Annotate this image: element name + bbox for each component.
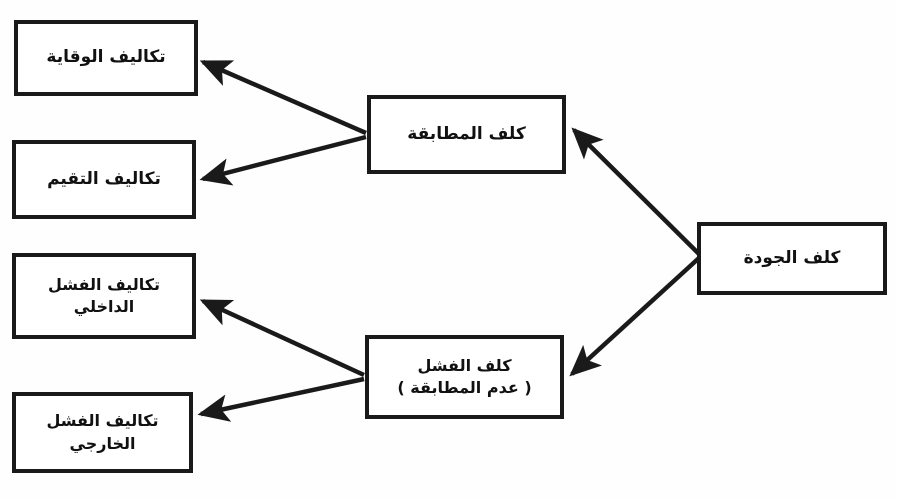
- edge-failure-to-internal: [199, 298, 365, 378]
- node-prevention-costs-label: تكاليف الوقاية: [46, 47, 166, 68]
- node-failure-costs-label: كلف الفشل ( عدم المطابقة ): [397, 355, 532, 397]
- edge-quality-to-failure: [569, 256, 701, 377]
- node-prevention-costs: تكاليف الوقاية: [14, 20, 198, 96]
- node-conformance-costs-label: كلف المطابقة: [407, 123, 526, 144]
- node-quality-costs-label: كلف الجودة: [743, 247, 841, 268]
- node-appraisal-costs-label: تكاليف التقيم: [47, 168, 161, 189]
- node-internal-failure-costs: تكاليف الفشل الداخلي: [12, 253, 196, 339]
- node-quality-costs: كلف الجودة: [697, 222, 887, 295]
- node-appraisal-costs: تكاليف التقيم: [12, 140, 196, 219]
- node-external-failure-costs-label: تكاليف الفشل الخارجي: [46, 411, 159, 453]
- node-external-failure-costs: تكاليف الفشل الخارجي: [12, 392, 193, 473]
- node-conformance-costs: كلف المطابقة: [367, 95, 566, 174]
- edge-quality-to-conformance: [571, 127, 701, 256]
- node-failure-costs: كلف الفشل ( عدم المطابقة ): [365, 335, 564, 419]
- edge-failure-to-external: [197, 376, 365, 422]
- edge-conformance-to-appraisal: [199, 134, 367, 186]
- node-internal-failure-costs-label: تكاليف الفشل الداخلي: [47, 274, 161, 316]
- edge-conformance-to-prevention: [199, 59, 367, 136]
